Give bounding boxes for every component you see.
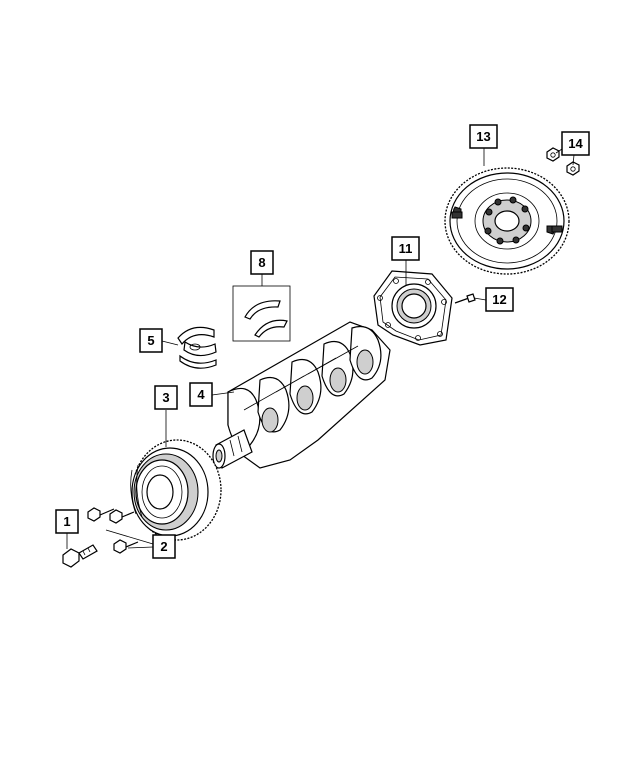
callout-13-label: 13 — [476, 129, 490, 144]
crankshaft — [212, 321, 391, 469]
callout-13: 13 — [469, 124, 498, 149]
callout-1: 1 — [55, 509, 79, 534]
callout-4-label: 4 — [197, 387, 205, 402]
crankshaft-bolt — [62, 544, 98, 568]
callout-1-label: 1 — [63, 514, 70, 529]
leader-lines — [66, 146, 575, 549]
flywheel — [444, 167, 570, 275]
main-bearings — [177, 326, 217, 369]
callout-2-label: 2 — [160, 539, 167, 554]
callout-5-label: 5 — [147, 333, 154, 348]
thrust-washers — [232, 285, 291, 342]
flywheel-bolts — [546, 147, 580, 176]
retainer-bolt — [454, 293, 476, 304]
callout-8-label: 8 — [258, 255, 265, 270]
callout-11: 11 — [391, 236, 420, 261]
callout-8: 8 — [250, 250, 274, 275]
callout-5: 5 — [139, 328, 163, 353]
vibration-damper — [130, 439, 222, 541]
callout-14: 14 — [561, 131, 590, 156]
callout-12: 12 — [485, 287, 514, 312]
callout-2: 2 — [152, 534, 176, 559]
callout-4: 4 — [189, 382, 213, 407]
damper-bolts — [87, 507, 139, 554]
callout-11-label: 11 — [399, 241, 413, 256]
callout-12-label: 12 — [492, 292, 506, 307]
callout-14-label: 14 — [568, 136, 583, 151]
rear-main-seal-retainer — [373, 270, 453, 346]
callout-3: 3 — [154, 385, 178, 410]
callout-3-label: 3 — [162, 390, 169, 405]
